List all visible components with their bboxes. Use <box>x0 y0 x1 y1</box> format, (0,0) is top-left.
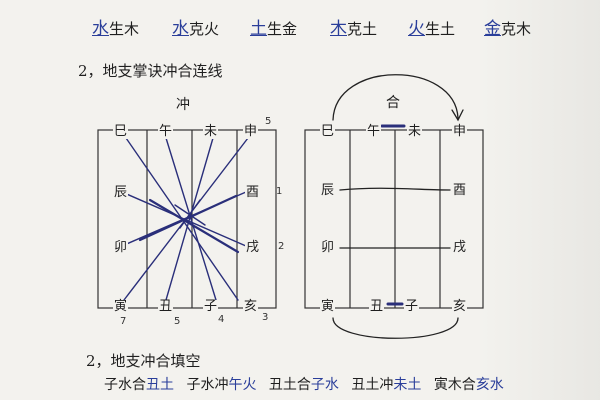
branch-shen: 申 <box>243 124 259 139</box>
fill-blank-item: 丑土冲未土 <box>351 377 422 393</box>
order-number: 7 <box>120 316 127 327</box>
fill-blank-item: 丑土合子水 <box>268 377 339 393</box>
left-diagram-title: 冲 <box>176 97 190 113</box>
order-number: 1 <box>276 186 283 197</box>
fill-blank-item: 寅木合亥水 <box>433 377 504 393</box>
section2-heading: 2，地支冲合填空 <box>86 352 201 370</box>
branch-you: 酉 <box>245 185 261 200</box>
right-diagram-title: 合 <box>386 95 400 111</box>
rule-item: 水生木 <box>92 19 140 39</box>
branch-zi: 子 <box>404 299 420 314</box>
rule-item: 火生土 <box>408 19 456 39</box>
branch-chou: 丑 <box>158 299 174 314</box>
branch-mao: 卯 <box>320 240 336 255</box>
order-number: 2 <box>278 241 285 252</box>
branch-chen: 辰 <box>113 185 129 200</box>
rule-item: 木克土 <box>330 19 378 39</box>
fill-blank-item: 子水合丑土 <box>104 377 174 393</box>
branch-chou: 丑 <box>369 299 385 314</box>
branch-yin: 寅 <box>113 299 129 314</box>
branch-yin: 寅 <box>320 299 336 314</box>
rule-item: 土生金 <box>250 19 298 39</box>
branch-si: 巳 <box>320 124 336 139</box>
branch-wei: 未 <box>203 124 219 139</box>
branch-you: 酉 <box>452 183 468 198</box>
branch-zi: 子 <box>203 299 219 314</box>
branch-wu: 午 <box>158 124 174 139</box>
fill-blanks-row: 子水合丑土 子水冲午火 丑土合子水 丑土冲未土 寅木合亥水 <box>104 374 512 394</box>
branch-si: 巳 <box>113 124 129 139</box>
order-number: 5 <box>174 316 181 327</box>
order-number: 5 <box>265 116 272 127</box>
wuxing-rules-row: 水生木 水克火 土生金 木克土 火生土 金克木 <box>92 14 572 46</box>
branch-xu: 戌 <box>452 240 468 255</box>
branch-hai: 亥 <box>243 299 259 314</box>
fill-blank-item: 子水冲午火 <box>186 377 257 393</box>
rule-item: 水克火 <box>172 19 220 39</box>
page-shadow <box>480 0 600 400</box>
branch-wu: 午 <box>366 124 382 139</box>
order-number: 3 <box>262 312 269 323</box>
branch-mao: 卯 <box>113 240 129 255</box>
branch-wei: 未 <box>407 124 423 139</box>
branch-hai: 亥 <box>452 299 468 314</box>
branch-xu: 戌 <box>245 240 261 255</box>
order-number: 4 <box>218 314 225 325</box>
rule-item: 金克木 <box>484 19 532 39</box>
branch-shen: 申 <box>452 124 468 139</box>
section1-heading: 2，地支掌诀冲合连线 <box>78 62 223 80</box>
branch-chen: 辰 <box>320 183 336 198</box>
